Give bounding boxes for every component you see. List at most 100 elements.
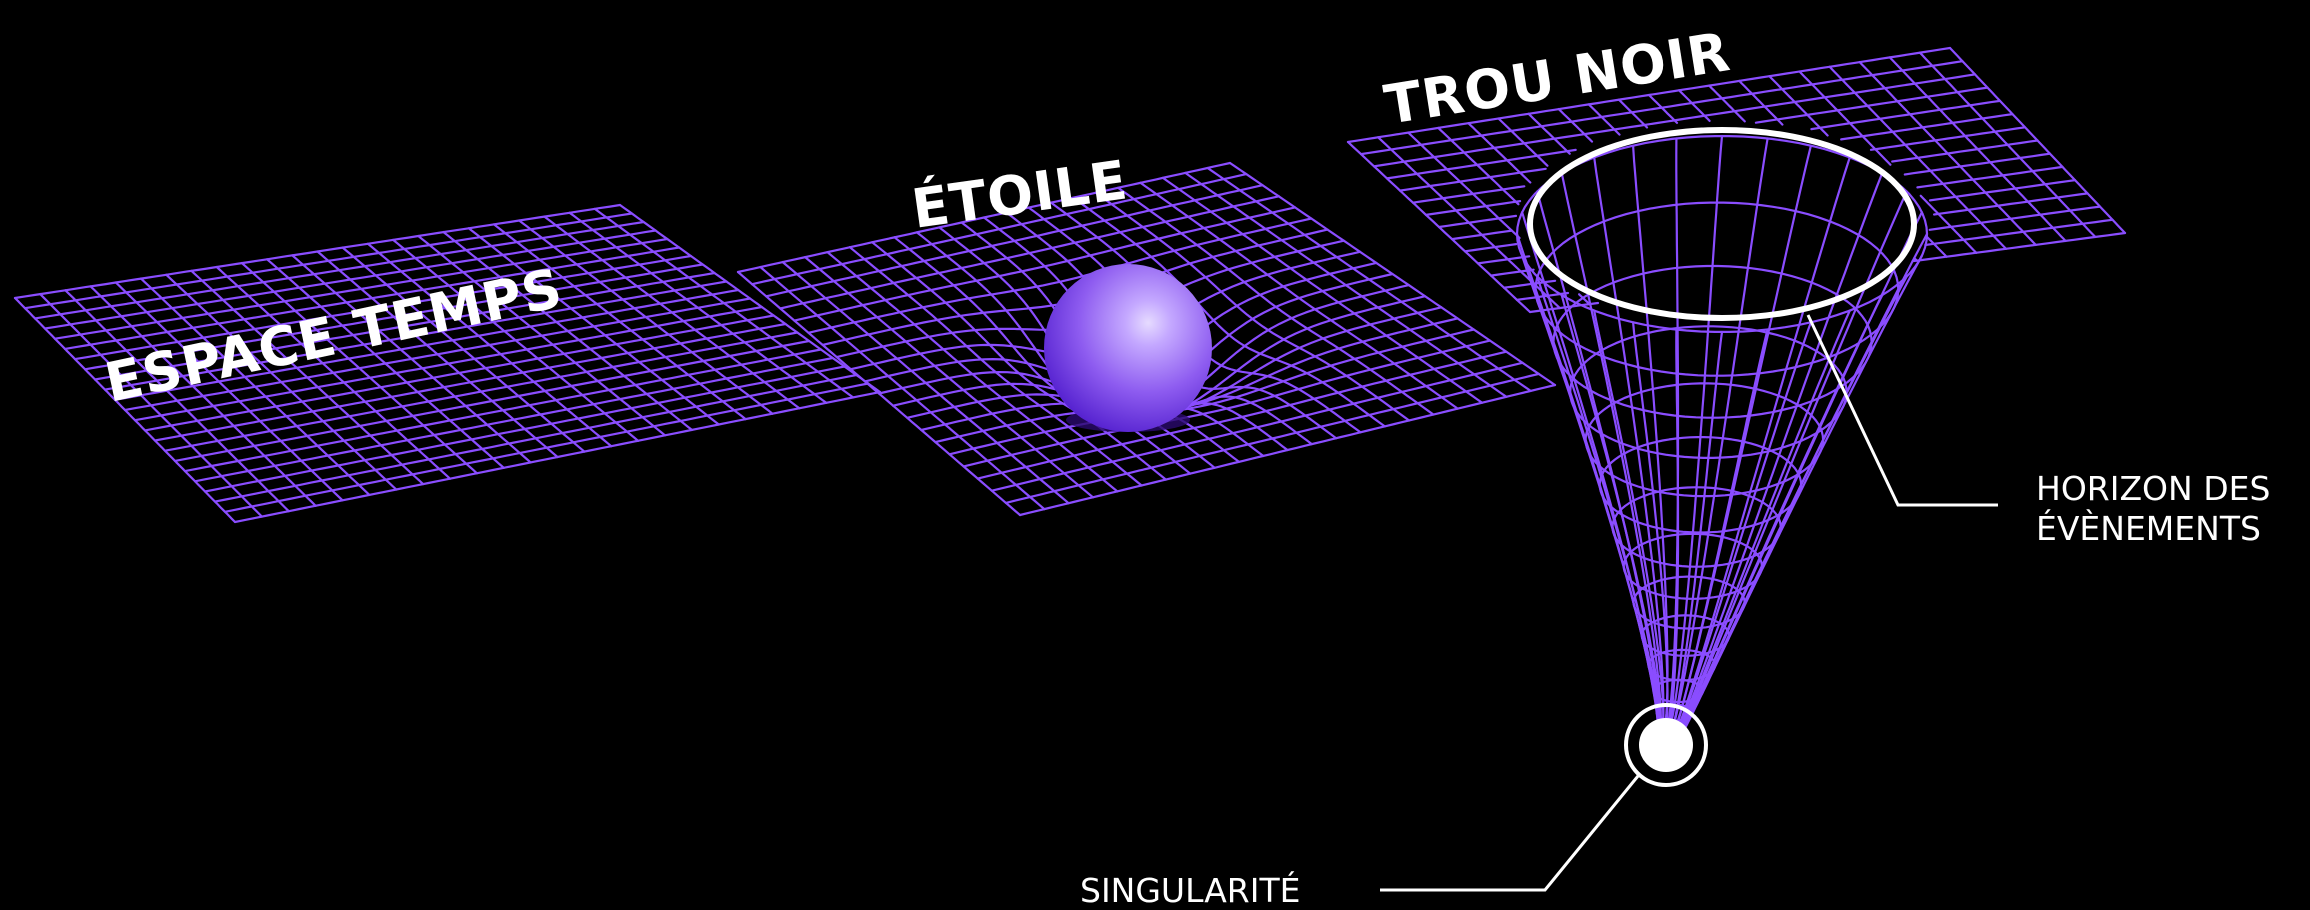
flat-spacetime-grid bbox=[13, 203, 882, 524]
spacetime-grid-line-v bbox=[83, 263, 704, 371]
spacetime-grid-line-v bbox=[123, 297, 752, 412]
spacetime-grid-line-v bbox=[233, 390, 882, 524]
black-hole-sheet-line bbox=[1372, 73, 1977, 168]
event-horizon-ring bbox=[1527, 127, 1917, 321]
black-hole-funnel-spoke bbox=[1675, 190, 1908, 740]
black-hole-funnel-spoke bbox=[1670, 144, 1812, 738]
star-grid-line-v bbox=[793, 206, 1297, 322]
black-hole-sheet-line bbox=[1450, 229, 1513, 241]
spacetime-grid-line-v bbox=[93, 271, 716, 381]
black-hole-funnel-spoke bbox=[1668, 137, 1769, 738]
black-hole-sheet-line bbox=[1928, 179, 2077, 202]
black-hole-sheet-line bbox=[1557, 108, 1594, 143]
black-hole-sheet-line bbox=[1424, 200, 1522, 216]
star-grid-line-v bbox=[948, 328, 1475, 456]
black-hole-sheet-line bbox=[1924, 218, 2114, 247]
spacetime-grid-line-v bbox=[113, 288, 740, 401]
black-hole-sheet-line bbox=[1359, 60, 1964, 156]
singularity-point bbox=[1639, 718, 1693, 772]
black-hole-sheet-line bbox=[1407, 131, 1521, 240]
black-hole-sheet-line bbox=[1903, 152, 2052, 176]
star-grid-line-v bbox=[990, 361, 1524, 492]
event-horizon-label-line2: ÉVÈNEMENTS bbox=[2036, 508, 2261, 548]
spacetime-grid-line-v bbox=[133, 305, 763, 422]
star-grid-line-v bbox=[779, 195, 1280, 310]
black-hole-funnel-grid bbox=[1346, 46, 2127, 746]
black-hole-panel: TROU NOIR bbox=[1346, 20, 2127, 787]
star-grid-line-v bbox=[934, 317, 1459, 444]
black-hole-sheet-line bbox=[1346, 46, 1952, 144]
black-hole-funnel-spoke bbox=[1666, 134, 1724, 738]
black-hole-sheet-line bbox=[1502, 279, 1557, 289]
black-hole-sheet-line bbox=[1916, 165, 2064, 189]
black-hole-funnel-spoke bbox=[1672, 156, 1851, 738]
black-hole-funnel-spoke bbox=[1536, 190, 1661, 740]
black-hole-funnel-spoke bbox=[1676, 211, 1923, 741]
black-hole-sheet-line bbox=[1754, 86, 1989, 124]
spacetime-grid-line-v bbox=[203, 365, 846, 493]
black-hole-sheet-line bbox=[1385, 148, 1577, 180]
black-hole-sheet-line bbox=[1527, 112, 1571, 155]
star-grid-line-v bbox=[807, 217, 1313, 334]
black-hole-sheet-line bbox=[1578, 293, 1591, 306]
black-hole-sheet-line bbox=[1810, 99, 2002, 131]
spacetime-grid-line-v bbox=[23, 212, 633, 310]
spacetime-grid-line-v bbox=[63, 246, 681, 350]
star-panel: ÉTOILE bbox=[736, 148, 1557, 517]
spacetime-grid-line-v bbox=[73, 254, 692, 361]
black-hole-sheet-line bbox=[1919, 194, 1978, 254]
black-hole-sheet-line bbox=[1869, 126, 2027, 151]
black-hole-sheet-line bbox=[1933, 192, 2089, 216]
black-hole-funnel-spoke bbox=[1664, 137, 1680, 738]
spacetime-grid-line-v bbox=[103, 280, 728, 391]
star-grid-line-v bbox=[736, 161, 1232, 274]
black-hole-sheet-line bbox=[1476, 255, 1531, 265]
spacetime-grid-line-v bbox=[213, 373, 858, 503]
black-hole-sheet-line bbox=[1925, 235, 1948, 258]
singularity-leader-line bbox=[1380, 775, 1640, 892]
spacetime-grid-line-v bbox=[223, 382, 870, 513]
black-hole-sheet-line bbox=[1928, 205, 2102, 231]
black-hole-funnel-spoke bbox=[1675, 275, 1908, 744]
star-grid-line-v bbox=[1018, 383, 1557, 517]
spacetime-grid-line-v bbox=[143, 314, 775, 432]
star-grid-line-v bbox=[765, 184, 1264, 298]
star-grid-line-v bbox=[976, 350, 1508, 480]
black-hole-sheet-line bbox=[1738, 79, 1784, 126]
star-sphere bbox=[1044, 264, 1212, 432]
star-grid-line-v bbox=[1004, 372, 1540, 504]
star-grid-line-v bbox=[962, 339, 1492, 468]
star-title: ÉTOILE bbox=[908, 148, 1132, 241]
spacetime-grid-line-v bbox=[43, 229, 657, 330]
black-hole-sheet-line bbox=[1768, 75, 1829, 137]
event-horizon-callout: HORIZON DES ÉVÈNEMENTS bbox=[1806, 314, 2270, 548]
spacetime-grid-line-v bbox=[173, 339, 811, 462]
spacetime-grid-line-v bbox=[53, 237, 669, 340]
black-hole-funnel-spoke bbox=[1521, 211, 1660, 741]
black-hole-sheet-line bbox=[1647, 93, 1679, 124]
spacetime-panel: ESPACE TEMPS bbox=[13, 203, 882, 524]
star-grid-line-v bbox=[751, 173, 1248, 286]
black-hole-funnel-spoke bbox=[1674, 171, 1884, 739]
black-hole-sheet-line bbox=[1891, 139, 2039, 163]
black-hole-sheet-line bbox=[1497, 117, 1549, 167]
spacetime-grid-line-v bbox=[193, 356, 834, 483]
black-hole-funnel-spoke bbox=[1560, 171, 1662, 739]
spacetime-grid-line-v bbox=[33, 220, 645, 320]
spacetime-grid-line-v bbox=[153, 322, 787, 442]
spacetime-grid-line-v bbox=[183, 348, 822, 473]
spacetime-grid-line-v bbox=[163, 331, 799, 452]
spacetime-grid-line-v bbox=[13, 203, 622, 300]
black-hole-sheet-line bbox=[1911, 231, 2127, 263]
black-hole-sheet-line bbox=[1708, 84, 1746, 123]
singularity-ring bbox=[1624, 703, 1708, 787]
black-hole-sheet-line bbox=[1398, 167, 1547, 192]
black-hole-funnel-spoke bbox=[1632, 144, 1669, 738]
black-hole-sheet-line bbox=[1617, 98, 1649, 129]
event-horizon-leader-line bbox=[1806, 314, 1998, 507]
black-hole-sheet-line bbox=[1840, 113, 2014, 141]
singularity-label: SINGULARITÉ bbox=[1080, 870, 1300, 910]
event-horizon-label-line1: HORIZON DES bbox=[2036, 469, 2270, 508]
